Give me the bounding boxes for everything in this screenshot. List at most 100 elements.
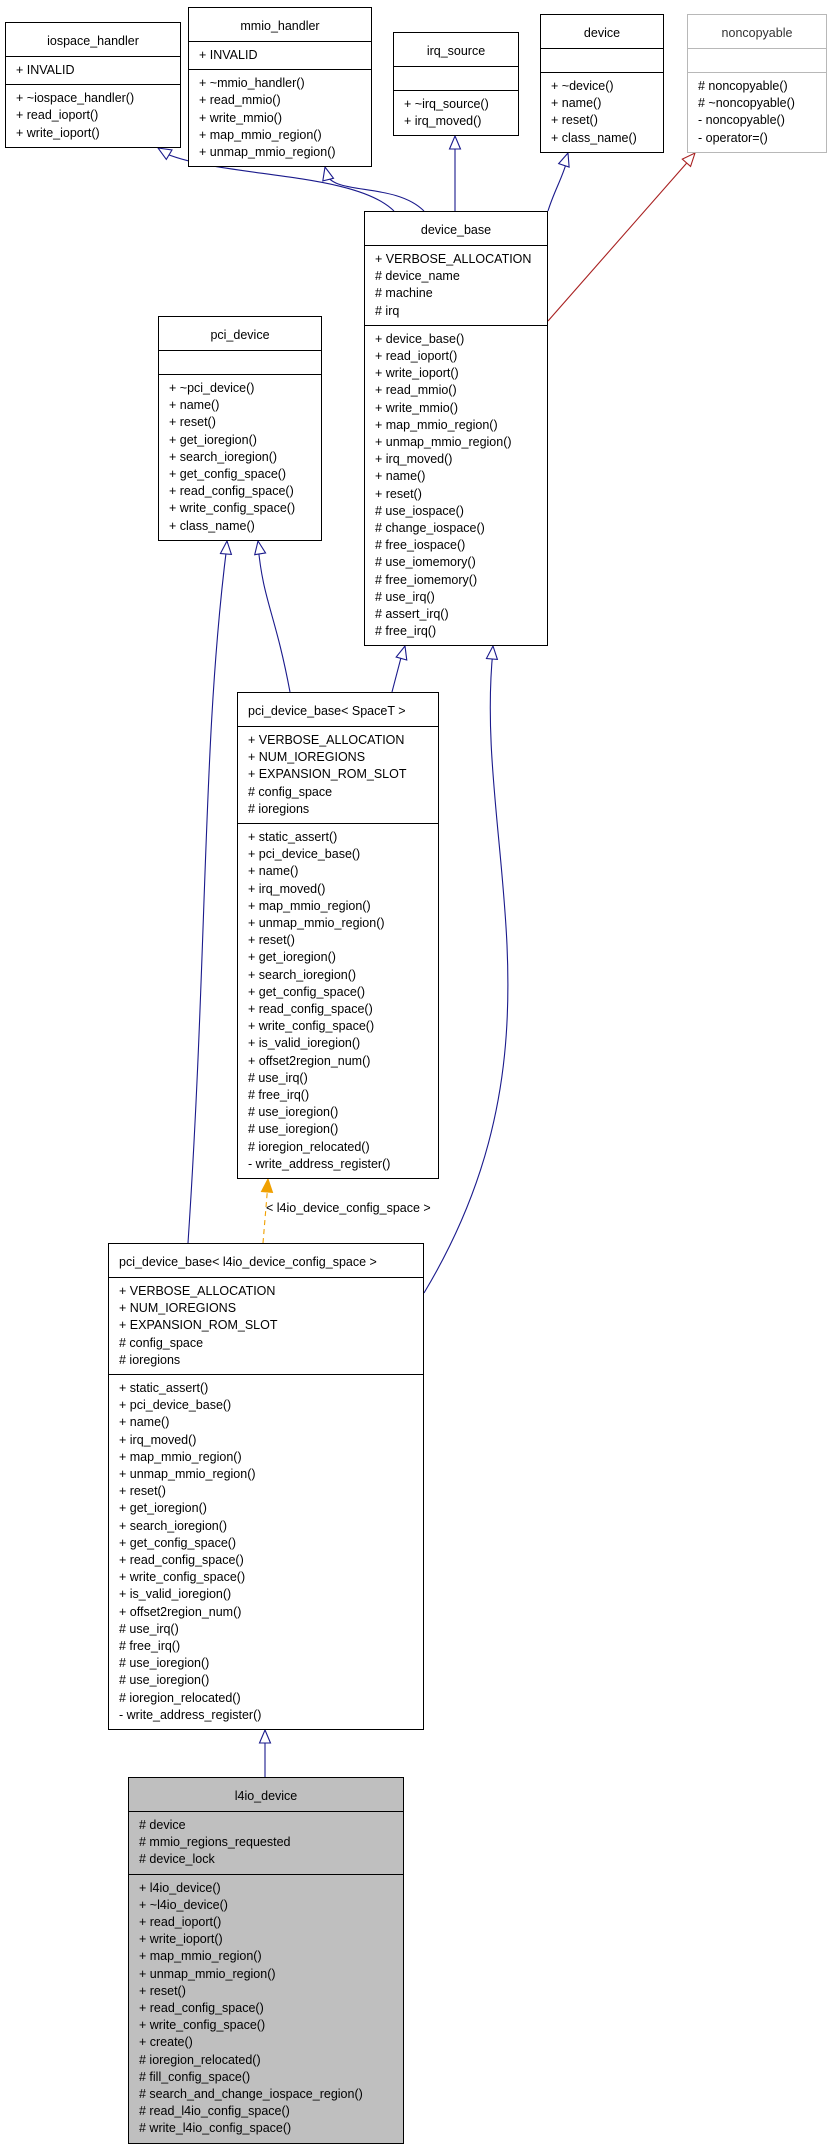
class-method[interactable]: + read_config_space() — [169, 484, 294, 499]
class-method[interactable]: # write_l4io_config_space() — [139, 2121, 292, 2136]
class-attribute[interactable]: + VERBOSE_ALLOCATION — [248, 733, 405, 747]
class-method[interactable]: + read_config_space() — [139, 2001, 264, 2016]
class-attribute[interactable]: # machine — [375, 286, 433, 301]
class-method[interactable]: # use_irq() — [375, 589, 435, 604]
class-method[interactable]: + is_valid_ioregion() — [119, 1587, 232, 1602]
class-method[interactable]: + reset() — [248, 933, 295, 948]
class-method[interactable]: + irq_moved() — [375, 452, 453, 467]
class-method[interactable]: + unmap_mmio_region() — [139, 1966, 276, 1981]
class-irq-source[interactable]: irq_source + ~irq_source()+ irq_moved() — [393, 32, 519, 137]
class-attribute[interactable]: # mmio_regions_requested — [139, 1835, 291, 1850]
class-attribute[interactable]: # config_space — [119, 1335, 204, 1350]
class-method[interactable]: + get_ioregion() — [169, 432, 257, 447]
class-pci-device[interactable]: pci_device + ~pci_device()+ name()+ rese… — [158, 316, 322, 541]
class-method[interactable]: + map_mmio_region() — [375, 417, 498, 432]
class-method[interactable]: + create() — [139, 2035, 193, 2050]
class-method[interactable]: + ~mmio_handler() — [199, 76, 305, 91]
class-method[interactable]: + class_name() — [169, 518, 255, 533]
class-attribute[interactable]: + EXPANSION_ROM_SLOT — [248, 767, 407, 782]
class-method[interactable]: + name() — [119, 1415, 170, 1430]
class-method[interactable]: - write_address_register() — [248, 1156, 391, 1171]
class-method[interactable]: + name() — [248, 864, 299, 879]
class-method[interactable]: + static_assert() — [119, 1381, 209, 1396]
class-method[interactable]: + pci_device_base() — [248, 847, 361, 862]
class-method[interactable]: + offset2region_num() — [248, 1053, 371, 1068]
class-method[interactable]: + map_mmio_region() — [139, 1949, 262, 1964]
class-method[interactable]: # noncopyable() — [698, 79, 788, 93]
class-method[interactable]: + pci_device_base() — [119, 1398, 232, 1413]
class-attribute[interactable]: # irq — [375, 303, 400, 318]
class-method[interactable]: + search_ioregion() — [119, 1518, 228, 1533]
class-method[interactable]: # fill_config_space() — [139, 2069, 251, 2084]
class-method[interactable]: + ~l4io_device() — [139, 1897, 228, 1912]
class-method[interactable]: - operator=() — [698, 130, 768, 145]
class-method[interactable]: + read_mmio() — [375, 383, 457, 398]
class-method[interactable]: # free_irq() — [248, 1088, 310, 1103]
class-method[interactable]: + ~device() — [551, 79, 614, 93]
class-method[interactable]: + read_ioport() — [16, 108, 99, 123]
class-method[interactable]: + is_valid_ioregion() — [248, 1036, 361, 1051]
class-method[interactable]: + get_config_space() — [169, 467, 287, 482]
class-method[interactable]: + write_mmio() — [199, 110, 282, 125]
class-method[interactable]: # change_iospace() — [375, 521, 485, 536]
class-method[interactable]: + unmap_mmio_region() — [119, 1467, 256, 1482]
class-attribute[interactable]: # device_name — [375, 269, 460, 284]
class-attribute[interactable]: # ioregions — [248, 801, 310, 816]
class-method[interactable]: + name() — [551, 96, 602, 111]
class-attribute[interactable]: # ioregions — [119, 1352, 181, 1367]
class-method[interactable]: + map_mmio_region() — [199, 127, 322, 142]
class-method[interactable]: + write_ioport() — [375, 366, 459, 381]
class-attribute[interactable]: + EXPANSION_ROM_SLOT — [119, 1318, 278, 1333]
class-method[interactable]: + get_ioregion() — [119, 1501, 207, 1516]
class-mmio-handler[interactable]: mmio_handler + INVALID + ~mmio_handler()… — [188, 7, 372, 168]
class-method[interactable]: + write_config_space() — [169, 501, 296, 516]
class-method[interactable]: + unmap_mmio_region() — [199, 145, 336, 160]
class-method[interactable]: + reset() — [551, 113, 598, 128]
class-attribute[interactable]: + INVALID — [199, 48, 258, 62]
class-attribute[interactable]: # device_lock — [139, 1852, 215, 1867]
class-method[interactable]: + write_config_space() — [119, 1570, 246, 1585]
class-method[interactable]: + name() — [169, 398, 220, 413]
class-method[interactable]: + reset() — [169, 415, 216, 430]
class-method[interactable]: + write_ioport() — [139, 1932, 223, 1947]
class-method[interactable]: + read_config_space() — [248, 1002, 373, 1017]
class-method[interactable]: # use_irq() — [248, 1070, 308, 1085]
class-method[interactable]: + class_name() — [551, 130, 637, 145]
class-method[interactable]: + get_config_space() — [119, 1535, 237, 1550]
class-method[interactable]: + offset2region_num() — [119, 1604, 242, 1619]
class-method[interactable]: + map_mmio_region() — [248, 898, 371, 913]
class-method[interactable]: + search_ioregion() — [169, 449, 278, 464]
class-method[interactable]: + reset() — [375, 486, 422, 501]
class-pci-device-base-template[interactable]: pci_device_base< SpaceT > + VERBOSE_ALLO… — [237, 692, 439, 1180]
class-method[interactable]: # use_iospace() — [375, 503, 464, 518]
class-pci-device-base-l4io[interactable]: pci_device_base< l4io_device_config_spac… — [108, 1243, 424, 1731]
class-method[interactable]: # read_l4io_config_space() — [139, 2104, 290, 2119]
class-attribute[interactable]: + VERBOSE_ALLOCATION — [375, 252, 532, 266]
class-method[interactable]: + ~pci_device() — [169, 381, 255, 395]
class-method[interactable]: + irq_moved() — [248, 881, 326, 896]
class-device[interactable]: device + ~device()+ name()+ reset()+ cla… — [540, 14, 664, 153]
class-method[interactable]: + read_ioport() — [139, 1915, 222, 1930]
class-noncopyable[interactable]: noncopyable # noncopyable()# ~noncopyabl… — [687, 14, 827, 153]
class-method[interactable]: # ioregion_relocated() — [119, 1690, 241, 1705]
class-method[interactable]: + read_config_space() — [119, 1553, 244, 1568]
class-attribute[interactable]: + NUM_IOREGIONS — [248, 750, 366, 765]
class-iospace-handler[interactable]: iospace_handler + INVALID + ~iospace_han… — [5, 22, 181, 148]
class-method[interactable]: + read_ioport() — [375, 349, 458, 364]
class-attribute[interactable]: + NUM_IOREGIONS — [119, 1301, 237, 1316]
class-method[interactable]: + get_config_space() — [248, 984, 366, 999]
class-method[interactable]: # use_ioregion() — [119, 1673, 210, 1688]
class-method[interactable]: + write_mmio() — [375, 400, 458, 415]
class-attribute[interactable]: # config_space — [248, 784, 333, 799]
class-attribute[interactable]: + INVALID — [16, 63, 75, 77]
class-method[interactable]: + unmap_mmio_region() — [375, 435, 512, 450]
class-method[interactable]: # free_iomemory() — [375, 572, 478, 587]
class-method[interactable]: # use_ioregion() — [248, 1105, 339, 1120]
class-method[interactable]: + ~iospace_handler() — [16, 91, 135, 106]
class-method[interactable]: # ~noncopyable() — [698, 96, 795, 111]
class-method[interactable]: # use_ioregion() — [119, 1656, 210, 1671]
class-method[interactable]: + ~irq_source() — [404, 97, 489, 111]
class-method[interactable]: # ioregion_relocated() — [248, 1139, 370, 1154]
class-attribute[interactable]: + VERBOSE_ALLOCATION — [119, 1284, 276, 1298]
class-method[interactable]: - write_address_register() — [119, 1707, 262, 1722]
